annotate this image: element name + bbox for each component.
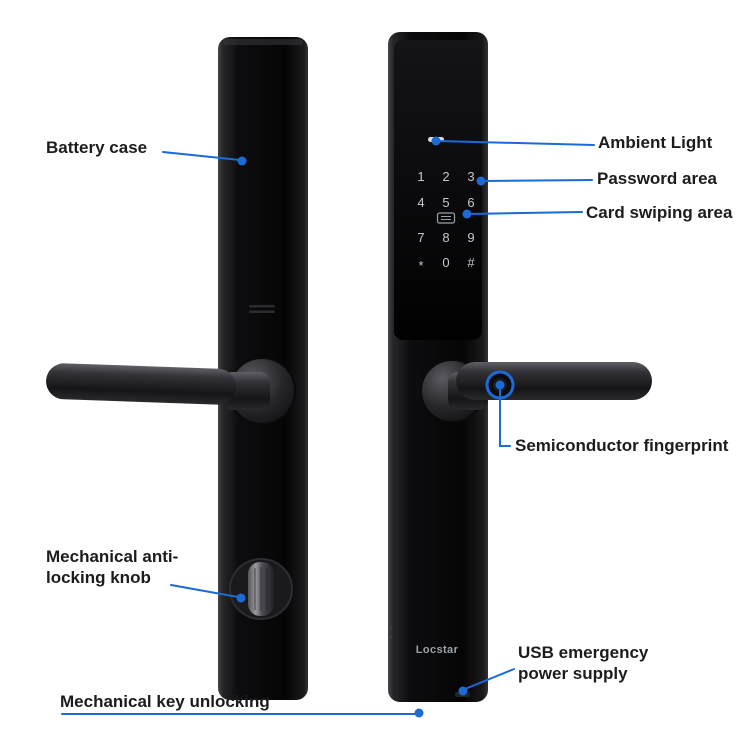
callout-dot-ambient-light <box>431 136 441 146</box>
label-mechanical-key-unlocking: Mechanical key unlocking <box>60 692 270 711</box>
keypad-key-2: 2 <box>442 169 449 184</box>
status-led <box>388 635 393 639</box>
keypad-key-1: 1 <box>417 169 424 184</box>
label-ambient-light: Ambient Light <box>598 133 713 152</box>
keypad-key-8: 8 <box>442 230 449 245</box>
callout-dot-anti-locking-knob <box>236 593 246 603</box>
password-keypad: 1 2 3 4 5 6 7 8 9 * 0 # <box>417 169 475 273</box>
keypad-key-6: 6 <box>467 195 474 210</box>
label-card-swiping-area: Card swiping area <box>586 203 733 222</box>
keypad-key-9: 9 <box>467 230 474 245</box>
anti-locking-knob <box>229 558 293 620</box>
callout-line-battery-case <box>162 151 241 161</box>
label-usb-line2: power supply <box>518 664 628 683</box>
left-handle <box>46 363 236 405</box>
label-usb-line1: USB emergency <box>518 643 649 662</box>
label-password-area: Password area <box>597 169 718 188</box>
back-panel-lock <box>46 37 308 700</box>
callout-line-password-area <box>482 179 593 182</box>
callout-line-usb <box>464 668 515 690</box>
callout-dot-key-unlocking <box>414 708 424 718</box>
front-panel-lock: 1 2 3 4 5 6 7 8 9 * 0 # <box>388 32 652 702</box>
label-anti-locking-knob-line1: Mechanical anti- <box>46 547 179 566</box>
callouts <box>61 136 595 718</box>
keypad-key-hash: # <box>467 255 475 270</box>
callout-dot-card-swiping <box>462 209 472 219</box>
back-panel-top-edge <box>223 39 303 45</box>
callout-line-anti-locking-knob <box>170 584 239 598</box>
callout-line-ambient-light <box>437 140 595 146</box>
keypad-key-0: 0 <box>442 255 449 270</box>
keypad-key-4: 4 <box>417 195 424 210</box>
callout-dot-usb <box>458 686 468 696</box>
keypad-key-star: * <box>418 258 423 273</box>
keypad-key-7: 7 <box>417 230 424 245</box>
brand-logo: Locstar <box>416 644 459 656</box>
callout-dot-fingerprint <box>495 380 505 390</box>
keypad-key-5: 5 <box>442 195 449 210</box>
callout-dot-battery-case <box>237 156 247 166</box>
label-usb-emergency: USB emergency power supply <box>518 642 648 684</box>
right-handle <box>456 362 652 400</box>
callout-line-card-swiping <box>468 211 583 215</box>
label-anti-locking-knob: Mechanical anti- locking knob <box>46 546 178 588</box>
label-semiconductor-fingerprint: Semiconductor fingerprint <box>515 436 729 455</box>
keypad-key-3: 3 <box>467 169 474 184</box>
battery-cover-mark <box>249 305 275 313</box>
label-battery-case: Battery case <box>46 138 148 157</box>
callout-line-fingerprint <box>499 387 511 447</box>
keypad-glass-panel <box>394 40 482 340</box>
card-swipe-icon <box>436 212 456 224</box>
label-anti-locking-knob-line2: locking knob <box>46 568 151 587</box>
status-led <box>388 626 393 630</box>
callout-dot-password-area <box>476 176 486 186</box>
